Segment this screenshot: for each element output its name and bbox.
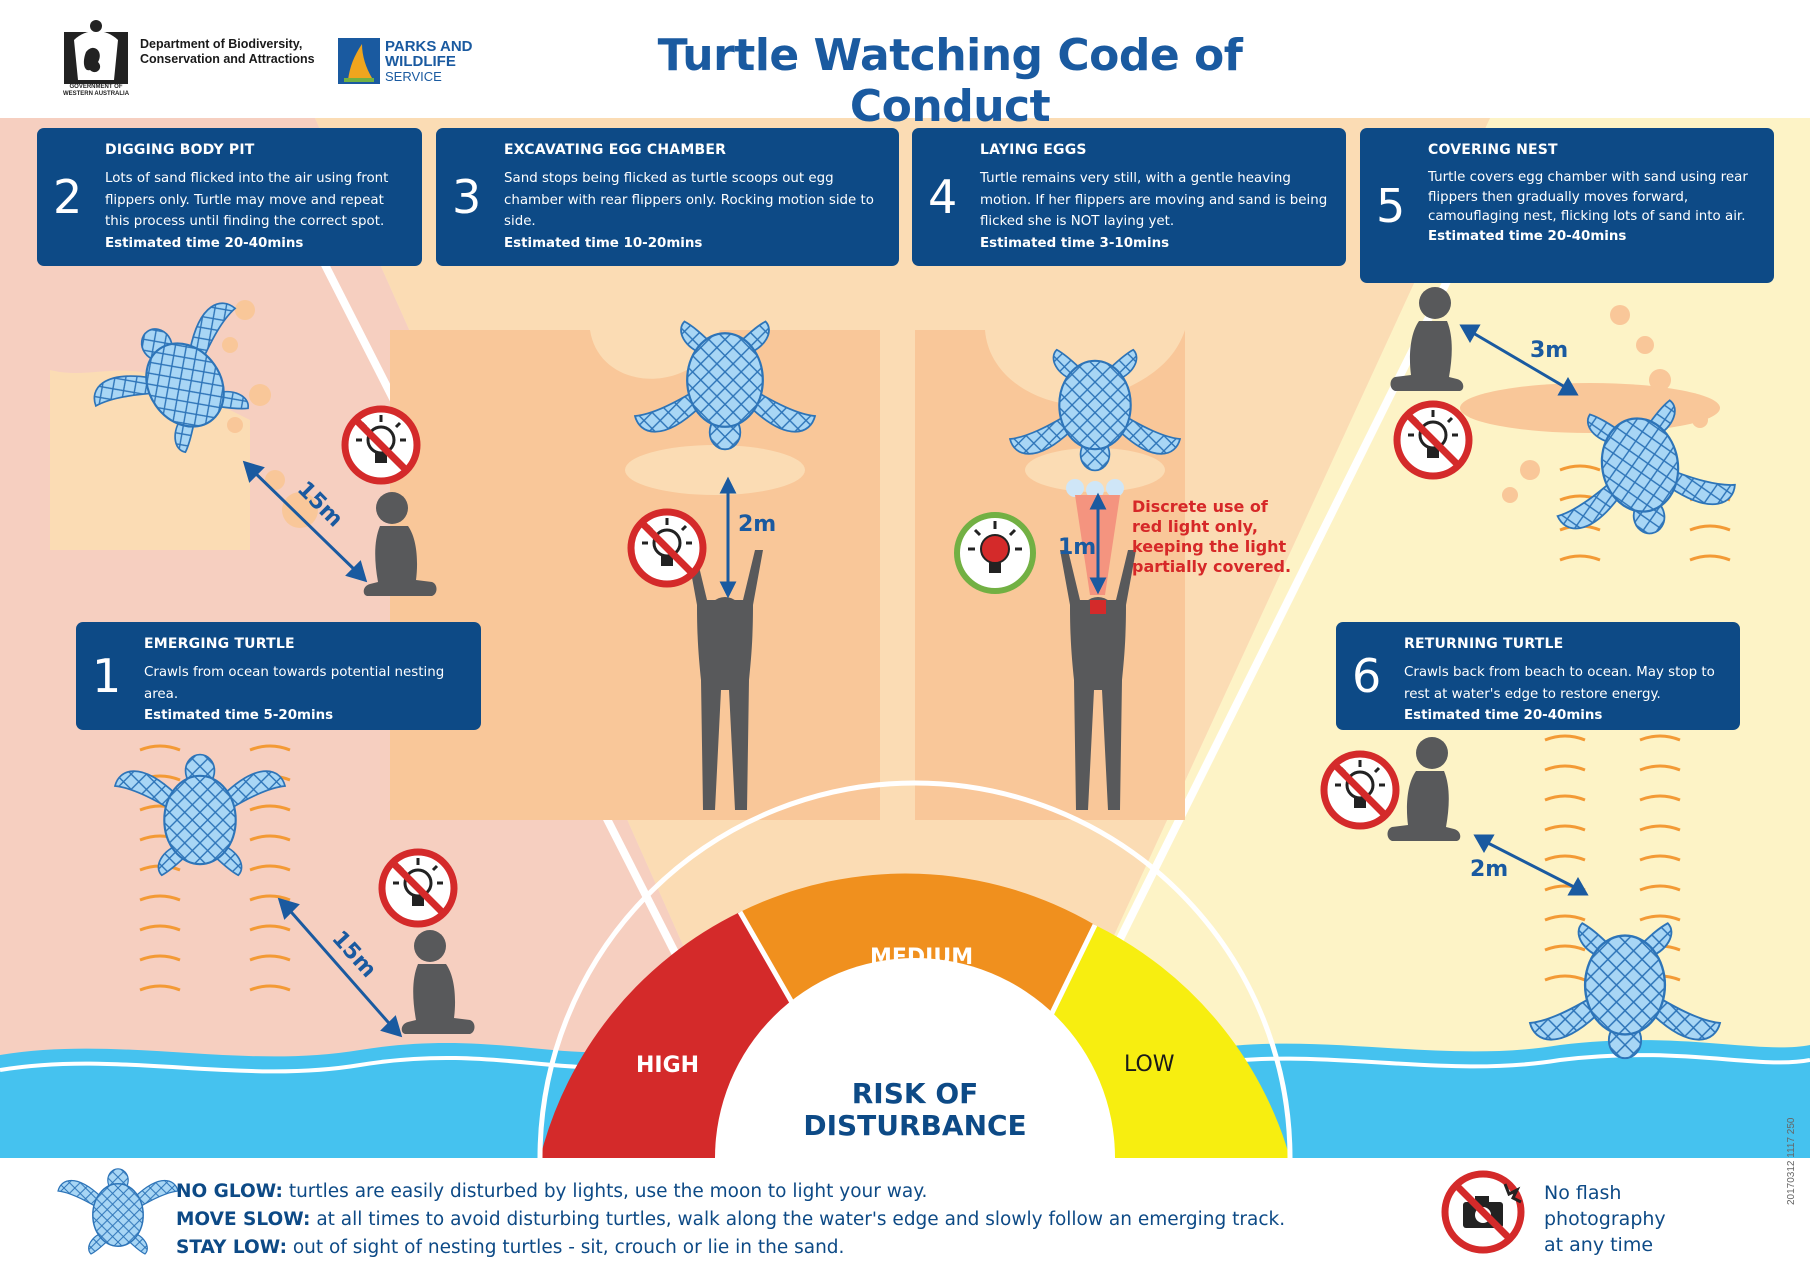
government-crest-icon	[64, 20, 128, 84]
no-flash-line-3: at any time	[1544, 1234, 1654, 1256]
no-light-icon	[1397, 404, 1469, 476]
stage-title: EMERGING TURTLE	[144, 636, 295, 652]
stage-desc-text: Crawls from ocean towards potential nest…	[144, 665, 445, 702]
stage-title: EXCAVATING EGG CHAMBER	[504, 142, 727, 158]
guideline-text: at all times to avoid disturbing turtles…	[310, 1209, 1286, 1230]
stage-time: Estimated time 10-20mins	[504, 235, 703, 251]
guideline-move-slow: MOVE SLOW: at all times to avoid disturb…	[176, 1206, 1285, 1234]
stage-description: Lots of sand flicked into the air using …	[105, 168, 410, 254]
parks-wildlife-logo-icon	[338, 38, 380, 84]
stage-number: 4	[928, 170, 958, 224]
stage-desc-text: Crawls back from beach to ocean. May sto…	[1404, 665, 1715, 702]
stage-desc-text: Lots of sand flicked into the air using …	[105, 171, 389, 229]
stage-description: Crawls from ocean towards potential nest…	[144, 662, 469, 727]
stage-desc-text: Sand stops being flicked as turtle scoop…	[504, 171, 874, 229]
stage-number: 6	[1352, 649, 1382, 703]
stage-time: Estimated time 3-10mins	[980, 235, 1170, 251]
stage-3-box: 3 EXCAVATING EGG CHAMBER Sand stops bein…	[436, 128, 899, 266]
stage-title: COVERING NEST	[1428, 142, 1558, 158]
guideline-head: NO GLOW:	[176, 1181, 283, 1202]
distance-label-2m: 2m	[1470, 857, 1509, 882]
risk-title-line-2: DISTURBANCE	[803, 1109, 1027, 1142]
risk-low-label: LOW	[1124, 1052, 1175, 1077]
stage-6-box: 6 RETURNING TURTLE Crawls back from beac…	[1336, 622, 1740, 730]
department-line-2: Conservation and Attractions	[140, 52, 315, 66]
no-light-icon	[1324, 754, 1396, 826]
risk-medium-label: MEDIUM	[870, 945, 974, 970]
stage-description: Crawls back from beach to ocean. May sto…	[1404, 662, 1728, 727]
no-flash-camera-icon	[1441, 1170, 1525, 1254]
red-light-allowed-icon	[954, 512, 1036, 594]
department-name: Department of Biodiversity, Conservation…	[140, 37, 315, 67]
stage-time: Estimated time 20-40mins	[1404, 708, 1603, 723]
distance-label-1m: 1m	[1058, 535, 1097, 560]
stage-number: 5	[1376, 178, 1406, 233]
no-light-icon	[631, 512, 703, 584]
document-code: 20170312 1117 250	[1786, 1117, 1797, 1206]
no-light-icon	[382, 852, 454, 924]
no-flash-line-1: No flash	[1544, 1182, 1622, 1204]
stage-title: LAYING EGGS	[980, 142, 1087, 158]
guideline-head: STAY LOW:	[176, 1237, 287, 1258]
guideline-no-glow: NO GLOW: turtles are easily disturbed by…	[176, 1178, 1285, 1206]
guideline-stay-low: STAY LOW: out of sight of nesting turtle…	[176, 1234, 1285, 1262]
page-title: Turtle Watching Code of Conduct	[657, 30, 1243, 132]
pws-line-2: WILDLIFE	[385, 53, 456, 70]
risk-title: RISK OF DISTURBANCE	[750, 1078, 1080, 1142]
guideline-text: out of sight of nesting turtles - sit, c…	[286, 1237, 845, 1258]
risk-high-label: HIGH	[636, 1053, 700, 1078]
no-light-icon	[345, 409, 417, 481]
distance-label-3m: 3m	[1530, 338, 1569, 363]
stage-title: RETURNING TURTLE	[1404, 636, 1564, 652]
stage-number: 3	[452, 170, 482, 224]
guideline-text: turtles are easily disturbed by lights, …	[282, 1181, 928, 1202]
stage-4-box: 4 LAYING EGGS Turtle remains very still,…	[912, 128, 1346, 266]
crest-caption: GOVERNMENT OF WESTERN AUSTRALIA	[62, 84, 130, 97]
pws-line-1: PARKS AND	[385, 38, 473, 55]
stage-description: Turtle remains very still, with a gentle…	[980, 168, 1334, 254]
no-flash-text: No flash photography at any time	[1544, 1180, 1666, 1258]
stage-time: Estimated time 5-20mins	[144, 708, 334, 723]
stage-2-box: 2 DIGGING BODY PIT Lots of sand flicked …	[37, 128, 422, 266]
stage-description: Turtle covers egg chamber with sand usin…	[1428, 168, 1762, 246]
stage-number: 2	[53, 170, 83, 224]
stage-1-box: 1 EMERGING TURTLE Crawls from ocean towa…	[76, 622, 481, 730]
footer-guidelines: NO GLOW: turtles are easily disturbed by…	[176, 1178, 1285, 1262]
pws-line-3: SERVICE	[385, 69, 442, 84]
stage-description: Sand stops being flicked as turtle scoop…	[504, 168, 887, 254]
stage-desc-text: Turtle covers egg chamber with sand usin…	[1428, 170, 1748, 224]
guideline-head: MOVE SLOW:	[176, 1209, 311, 1230]
stage-time: Estimated time 20-40mins	[105, 235, 304, 251]
red-light-note: Discrete use of red light only, keeping …	[1132, 497, 1292, 576]
no-flash-line-2: photography	[1544, 1208, 1666, 1230]
stage-number: 1	[92, 649, 122, 703]
stage-desc-text: Turtle remains very still, with a gentle…	[980, 171, 1328, 229]
department-line-1: Department of Biodiversity,	[140, 37, 303, 51]
distance-label-2m: 2m	[738, 512, 777, 537]
stage-time: Estimated time 20-40mins	[1428, 228, 1627, 244]
parks-wildlife-text: PARKS AND WILDLIFE SERVICE	[385, 39, 473, 84]
risk-title-line-1: RISK OF	[851, 1077, 979, 1110]
stage-title: DIGGING BODY PIT	[105, 142, 255, 158]
stage-5-box: 5 COVERING NEST Turtle covers egg chambe…	[1360, 128, 1774, 283]
